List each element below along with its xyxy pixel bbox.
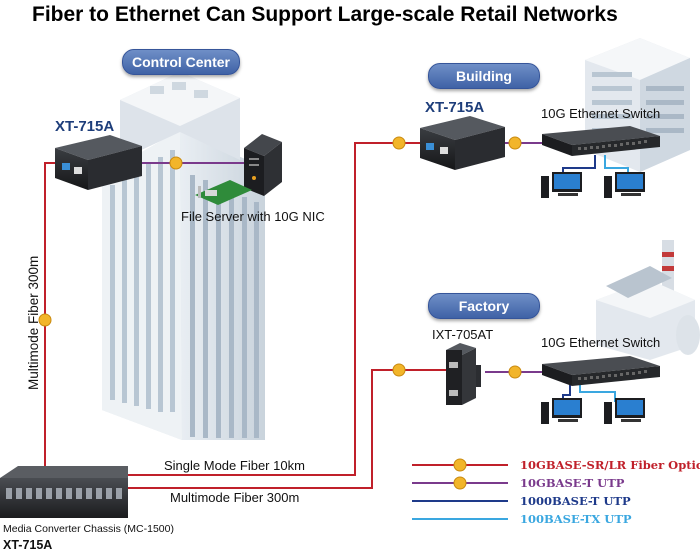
diagram-title: Fiber to Ethernet Can Support Large-scal… — [32, 3, 618, 26]
legend-1000-utp-label: 1000BASE-T UTP — [520, 494, 631, 508]
legend-lines — [412, 458, 508, 520]
fiber-cc-chassis — [44, 162, 55, 470]
file-server — [244, 134, 282, 196]
xt-715a-converter-cc — [55, 135, 142, 190]
pc-factory-1 — [541, 398, 582, 424]
pc-factory-2 — [604, 398, 645, 424]
site-label-control-center: Control Center — [122, 49, 240, 75]
nic-card — [195, 180, 252, 205]
media-converter-chassis — [0, 466, 128, 518]
fiber-chassis-factory — [128, 369, 446, 489]
building-converter-label: XT-715A — [425, 99, 485, 116]
switch-building — [542, 126, 660, 156]
multimode-fiber-label: Multimode Fiber 300m — [170, 490, 300, 505]
vertical-fiber-label: Multimode Fiber 300m — [26, 255, 41, 390]
pc-building-2 — [604, 172, 645, 198]
site-label-building: Building — [428, 63, 540, 89]
fiber-chassis-building — [128, 142, 420, 476]
xt-715a-converter-building — [420, 116, 505, 170]
chassis-name-label: Media Converter Chassis (MC-1500) — [3, 523, 174, 535]
chassis-model-label: XT-715A — [3, 538, 53, 552]
pc-building-1 — [541, 172, 582, 198]
legend-100-utp-label: 100BASE-TX UTP — [520, 512, 632, 526]
control-center-tower — [102, 72, 265, 440]
link-badges — [38, 136, 522, 379]
switch-factory — [542, 356, 660, 386]
legend-10g-utp-label: 10GBASE-T UTP — [520, 476, 625, 490]
file-server-label: File Server with 10G NIC — [181, 209, 325, 224]
building-switch-label: 10G Ethernet Switch — [541, 106, 661, 121]
site-label-factory: Factory — [428, 293, 540, 319]
factory-switch-label: 10G Ethernet Switch — [541, 335, 661, 350]
ixt-705at-converter — [446, 343, 481, 405]
single-mode-fiber-label: Single Mode Fiber 10km — [164, 458, 305, 473]
factory-converter-label: IXT-705AT — [432, 327, 494, 342]
fiber-links — [44, 142, 446, 489]
cc-converter-label: XT-715A — [55, 118, 115, 135]
legend-fiber-label: 10GBASE-SR/LR Fiber Optic — [520, 458, 700, 472]
factory-illustration — [596, 240, 700, 360]
